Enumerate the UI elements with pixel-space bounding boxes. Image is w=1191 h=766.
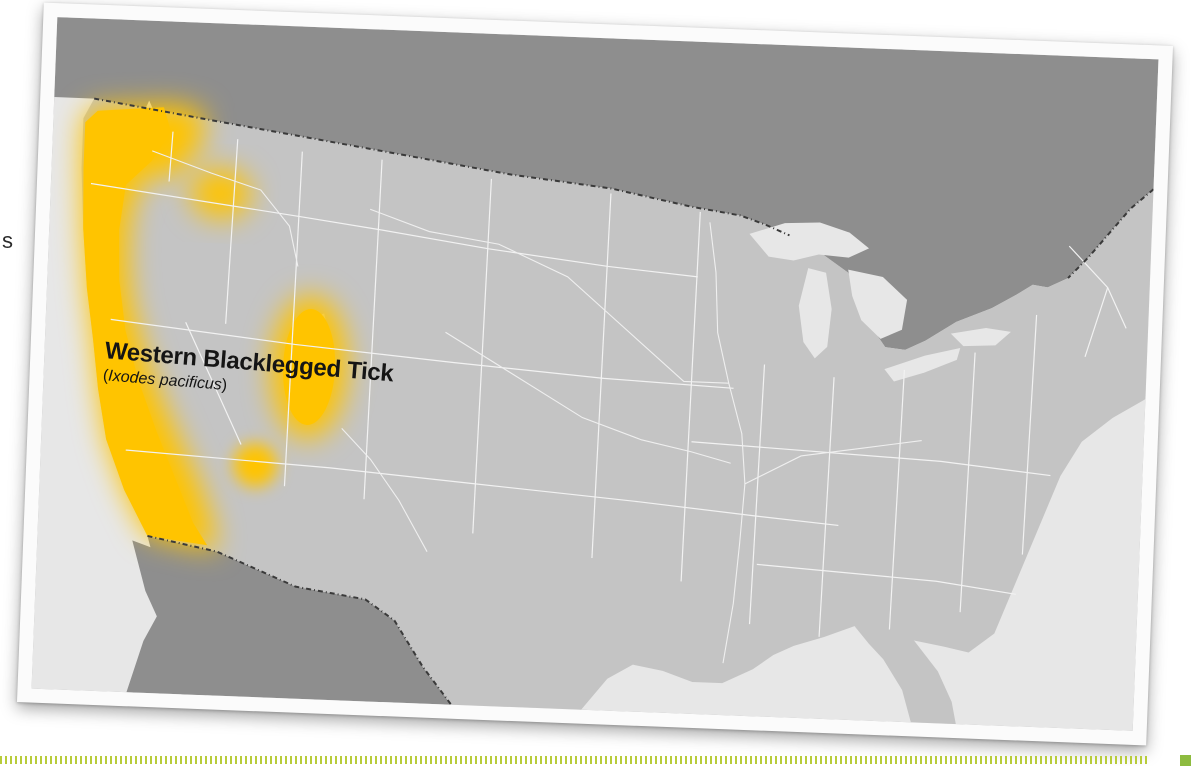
tick-range-core — [83, 107, 208, 546]
rivers — [152, 150, 922, 664]
mexico-region — [126, 535, 452, 705]
baja-peninsula — [132, 540, 207, 696]
corner-tab — [1180, 755, 1191, 766]
florida — [854, 624, 956, 725]
cropped-side-text: s — [2, 228, 13, 253]
footer-dotted-rule — [0, 756, 1150, 764]
us-map-svg — [31, 17, 1159, 731]
tick-range-core-nevada — [282, 309, 336, 425]
canada-us-border-east — [1067, 188, 1155, 279]
lake-huron — [848, 269, 908, 339]
state-borders — [90, 131, 1127, 637]
mexico-us-border — [147, 534, 452, 706]
lake-erie — [884, 348, 961, 382]
canada-region — [54, 17, 1159, 350]
lake-ontario — [950, 327, 1011, 347]
lake-michigan — [798, 268, 832, 359]
map-viewport: Western Blacklegged Tick (Ixodes pacific… — [31, 17, 1159, 731]
map-card: Western Blacklegged Tick (Ixodes pacific… — [16, 2, 1174, 746]
us-landmass — [81, 98, 1154, 710]
lake-superior — [749, 222, 870, 261]
canada-us-border — [94, 97, 790, 237]
